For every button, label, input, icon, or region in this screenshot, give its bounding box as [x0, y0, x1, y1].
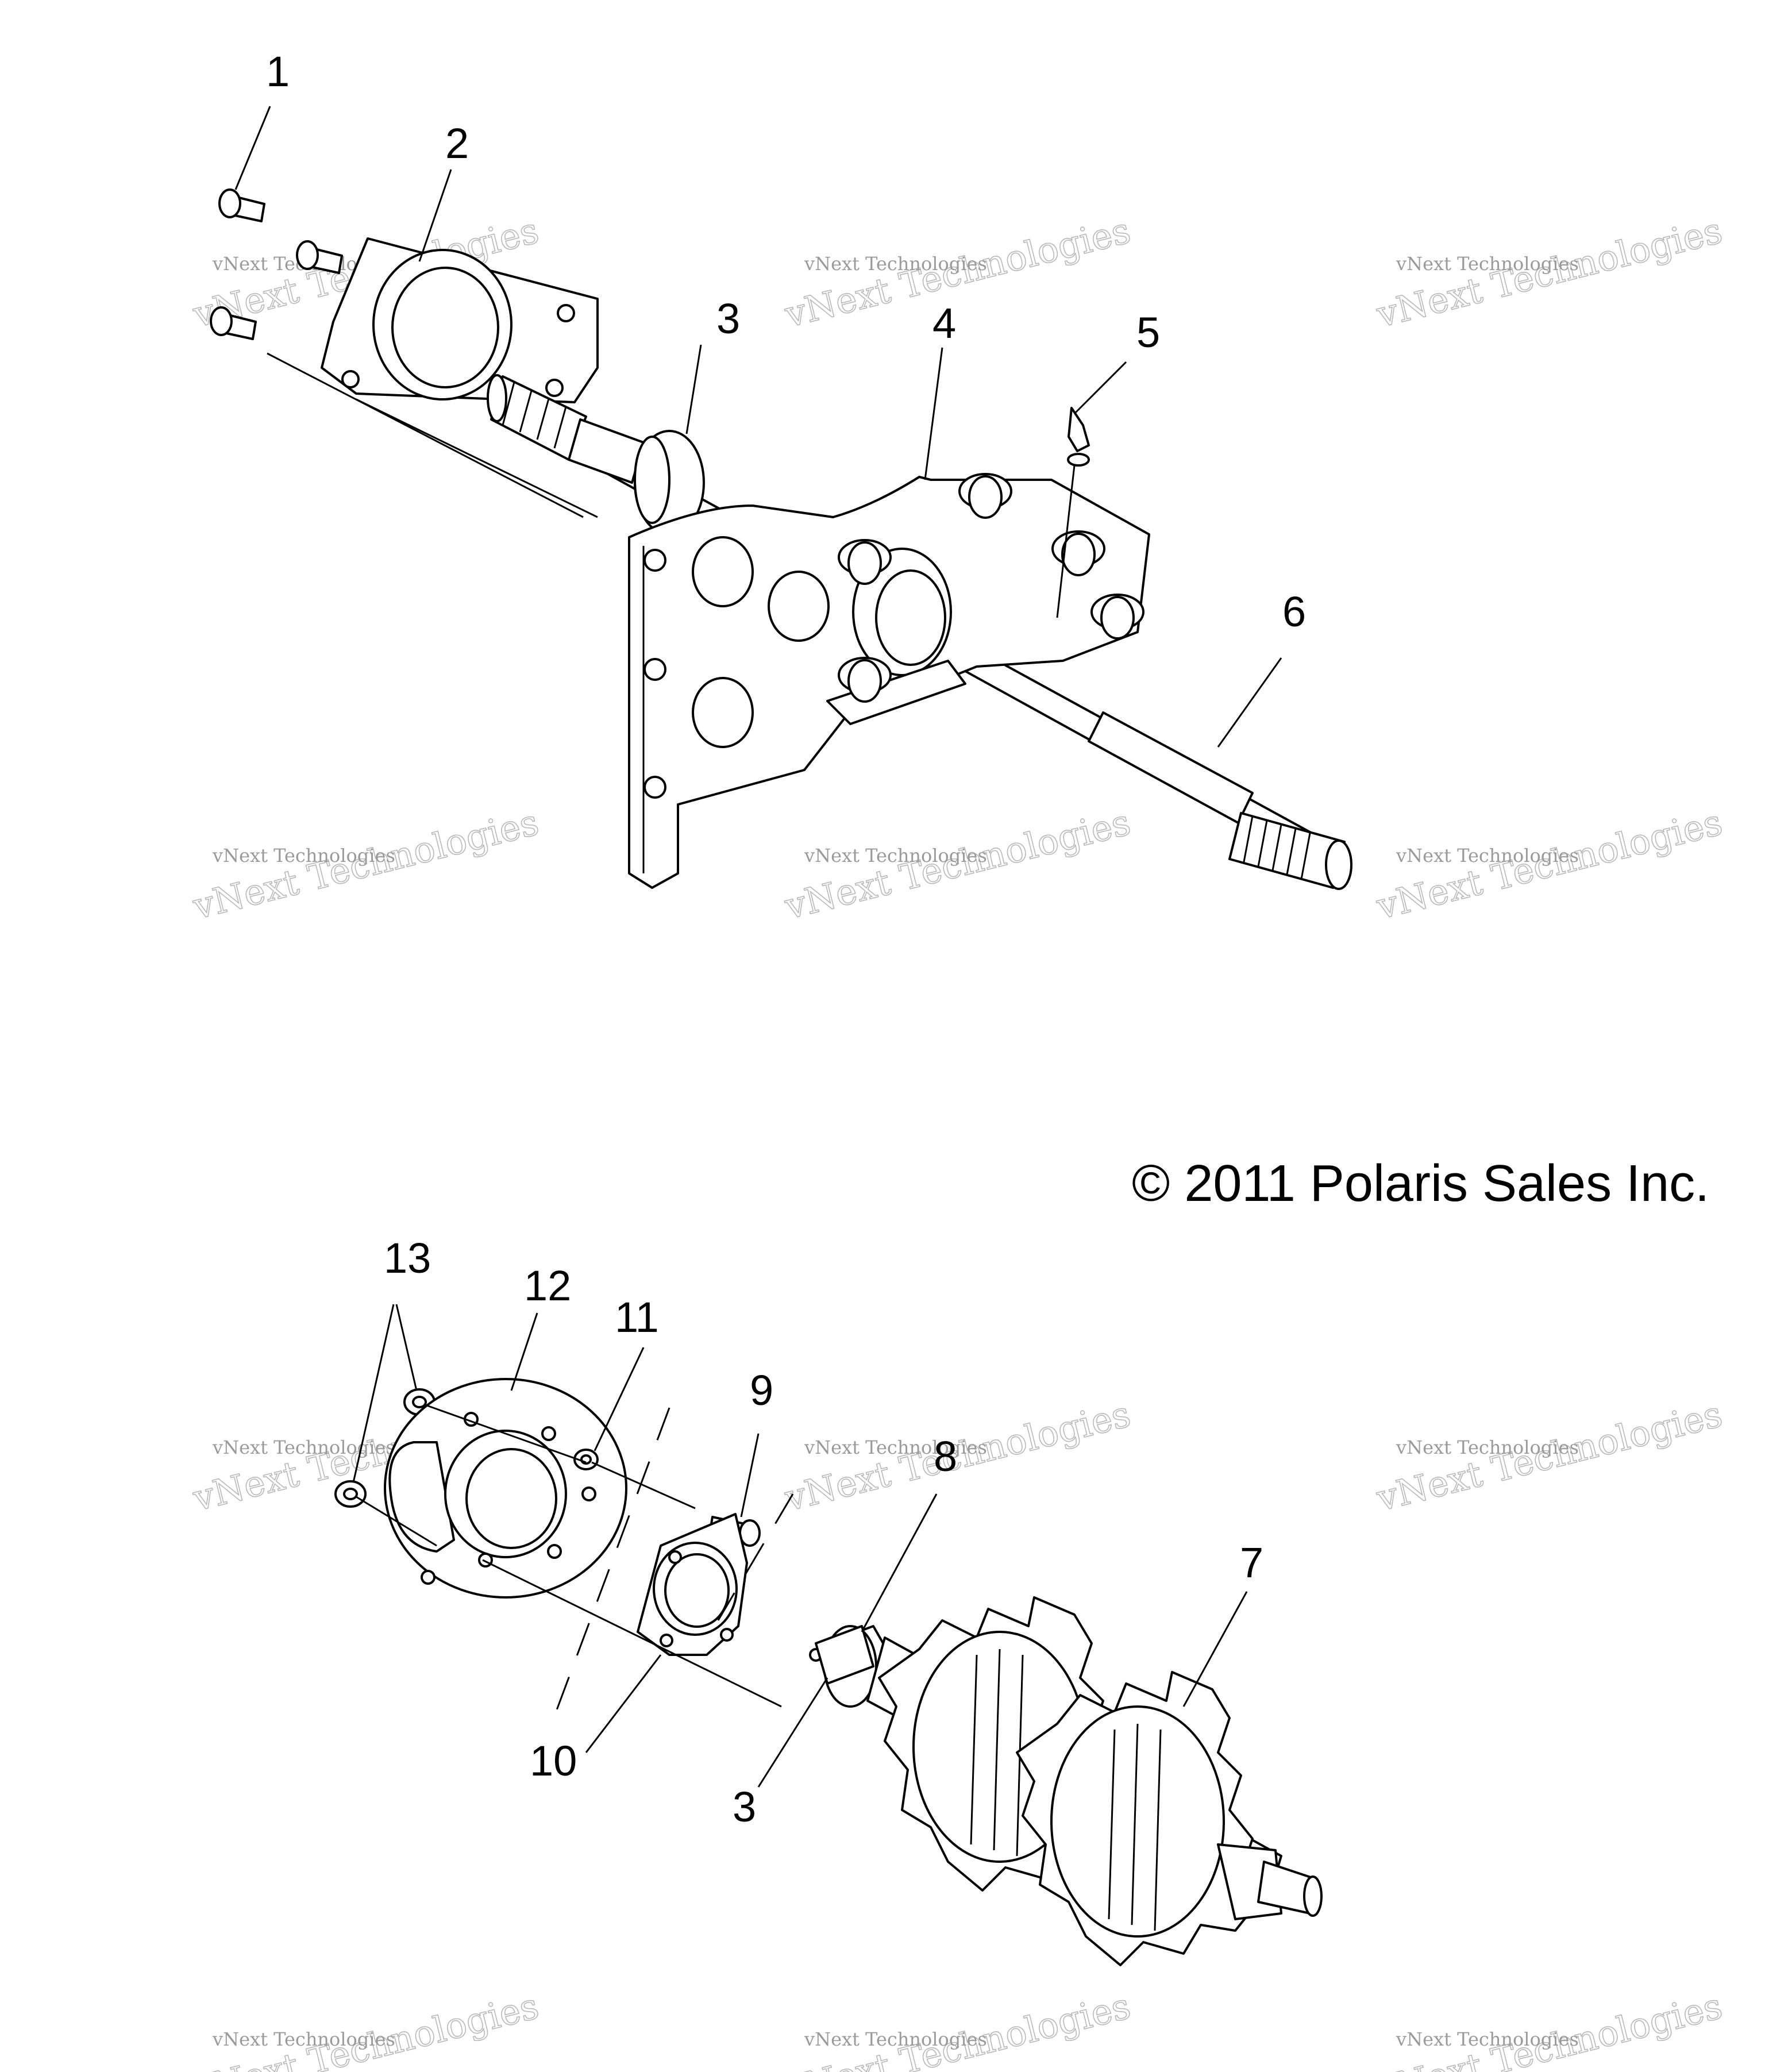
svg-text:vNext Technologies: vNext Technologies — [1396, 253, 1579, 275]
watermark: vNext Technologies vNext Technologies — [1371, 1984, 1727, 2072]
callout-4: 4 — [932, 299, 956, 347]
svg-text:vNext Technologies: vNext Technologies — [804, 253, 987, 275]
rubber-mount — [1090, 594, 1144, 640]
svg-text:vNext Technologies: vNext Technologies — [1396, 1436, 1579, 1458]
watermark: vNext Technologies vNext Technologies — [780, 209, 1135, 336]
callout-11: 11 — [615, 1293, 659, 1341]
part-8-bearing — [815, 1625, 874, 1685]
part-10-flange-plate — [637, 1513, 748, 1656]
svg-text:vNext Technologies: vNext Technologies — [1396, 2028, 1579, 2050]
watermark: vNext Technologies vNext Technologies — [780, 800, 1135, 928]
callout-5: 5 — [1136, 309, 1160, 356]
watermark: vNext Technologies vNext Technologies — [780, 1984, 1135, 2072]
callout-6: 6 — [1282, 588, 1306, 636]
callout-9: 9 — [750, 1366, 773, 1414]
spline — [1243, 815, 1311, 880]
watermark: vNext Technologies vNext Technologies — [1371, 209, 1727, 336]
callout-3-bottom: 3 — [733, 1783, 756, 1831]
bottom-leader-lines — [352, 1304, 1248, 1788]
rubber-mount — [958, 473, 1012, 519]
svg-text:vNext Technologies: vNext Technologies — [804, 845, 987, 866]
callout-8: 8 — [934, 1432, 957, 1480]
svg-text:vNext Technologies: vNext Technologies — [212, 845, 395, 866]
sprocket — [1016, 1671, 1259, 1966]
svg-text:vNext Technologies: vNext Technologies — [212, 1436, 395, 1458]
part-2-bearing-flange — [321, 237, 599, 403]
watermark: vNext Technologies vNext Technologies — [780, 1392, 1135, 1520]
watermark: vNext Technologies vNext Technologies — [1371, 1392, 1727, 1520]
bolt — [210, 306, 257, 340]
callout-3-top: 3 — [716, 295, 740, 342]
callout-1: 1 — [266, 48, 290, 95]
part-11-nut — [573, 1449, 599, 1470]
callout-7: 7 — [1240, 1539, 1263, 1586]
nut — [334, 1480, 367, 1508]
part-1-bolts — [210, 188, 343, 340]
rubber-mount — [838, 539, 892, 585]
watermark: vNext Technologies vNext Technologies — [188, 1984, 543, 2072]
svg-text:vNext Technologies: vNext Technologies — [804, 2028, 987, 2050]
callout-10: 10 — [530, 1737, 577, 1785]
svg-text:vNext Technologies: vNext Technologies — [1396, 845, 1579, 866]
part-12-bearing-housing — [384, 1378, 627, 1599]
part-5-grease-fitting — [1067, 407, 1090, 467]
bolt — [296, 240, 343, 274]
svg-text:vNext Technologies: vNext Technologies — [212, 2028, 395, 2050]
part-7-sprocket-shaft — [809, 1596, 1323, 1966]
svg-text:vNext Technologies: vNext Technologies — [804, 1436, 987, 1458]
bolt — [218, 188, 265, 222]
top-leader-lines — [234, 106, 1282, 748]
callout-13: 13 — [384, 1234, 431, 1282]
watermark: vNext Technologies vNext Technologies — [188, 800, 543, 928]
copyright-notice: © 2011 Polaris Sales Inc. — [1132, 1155, 1709, 1212]
rubber-mount — [838, 657, 892, 703]
watermark: vNext Technologies vNext Technologies — [1371, 800, 1727, 928]
callout-2: 2 — [445, 120, 469, 167]
callout-12: 12 — [524, 1262, 571, 1310]
spline — [502, 382, 567, 449]
part-3-splined-shaft — [487, 374, 705, 536]
